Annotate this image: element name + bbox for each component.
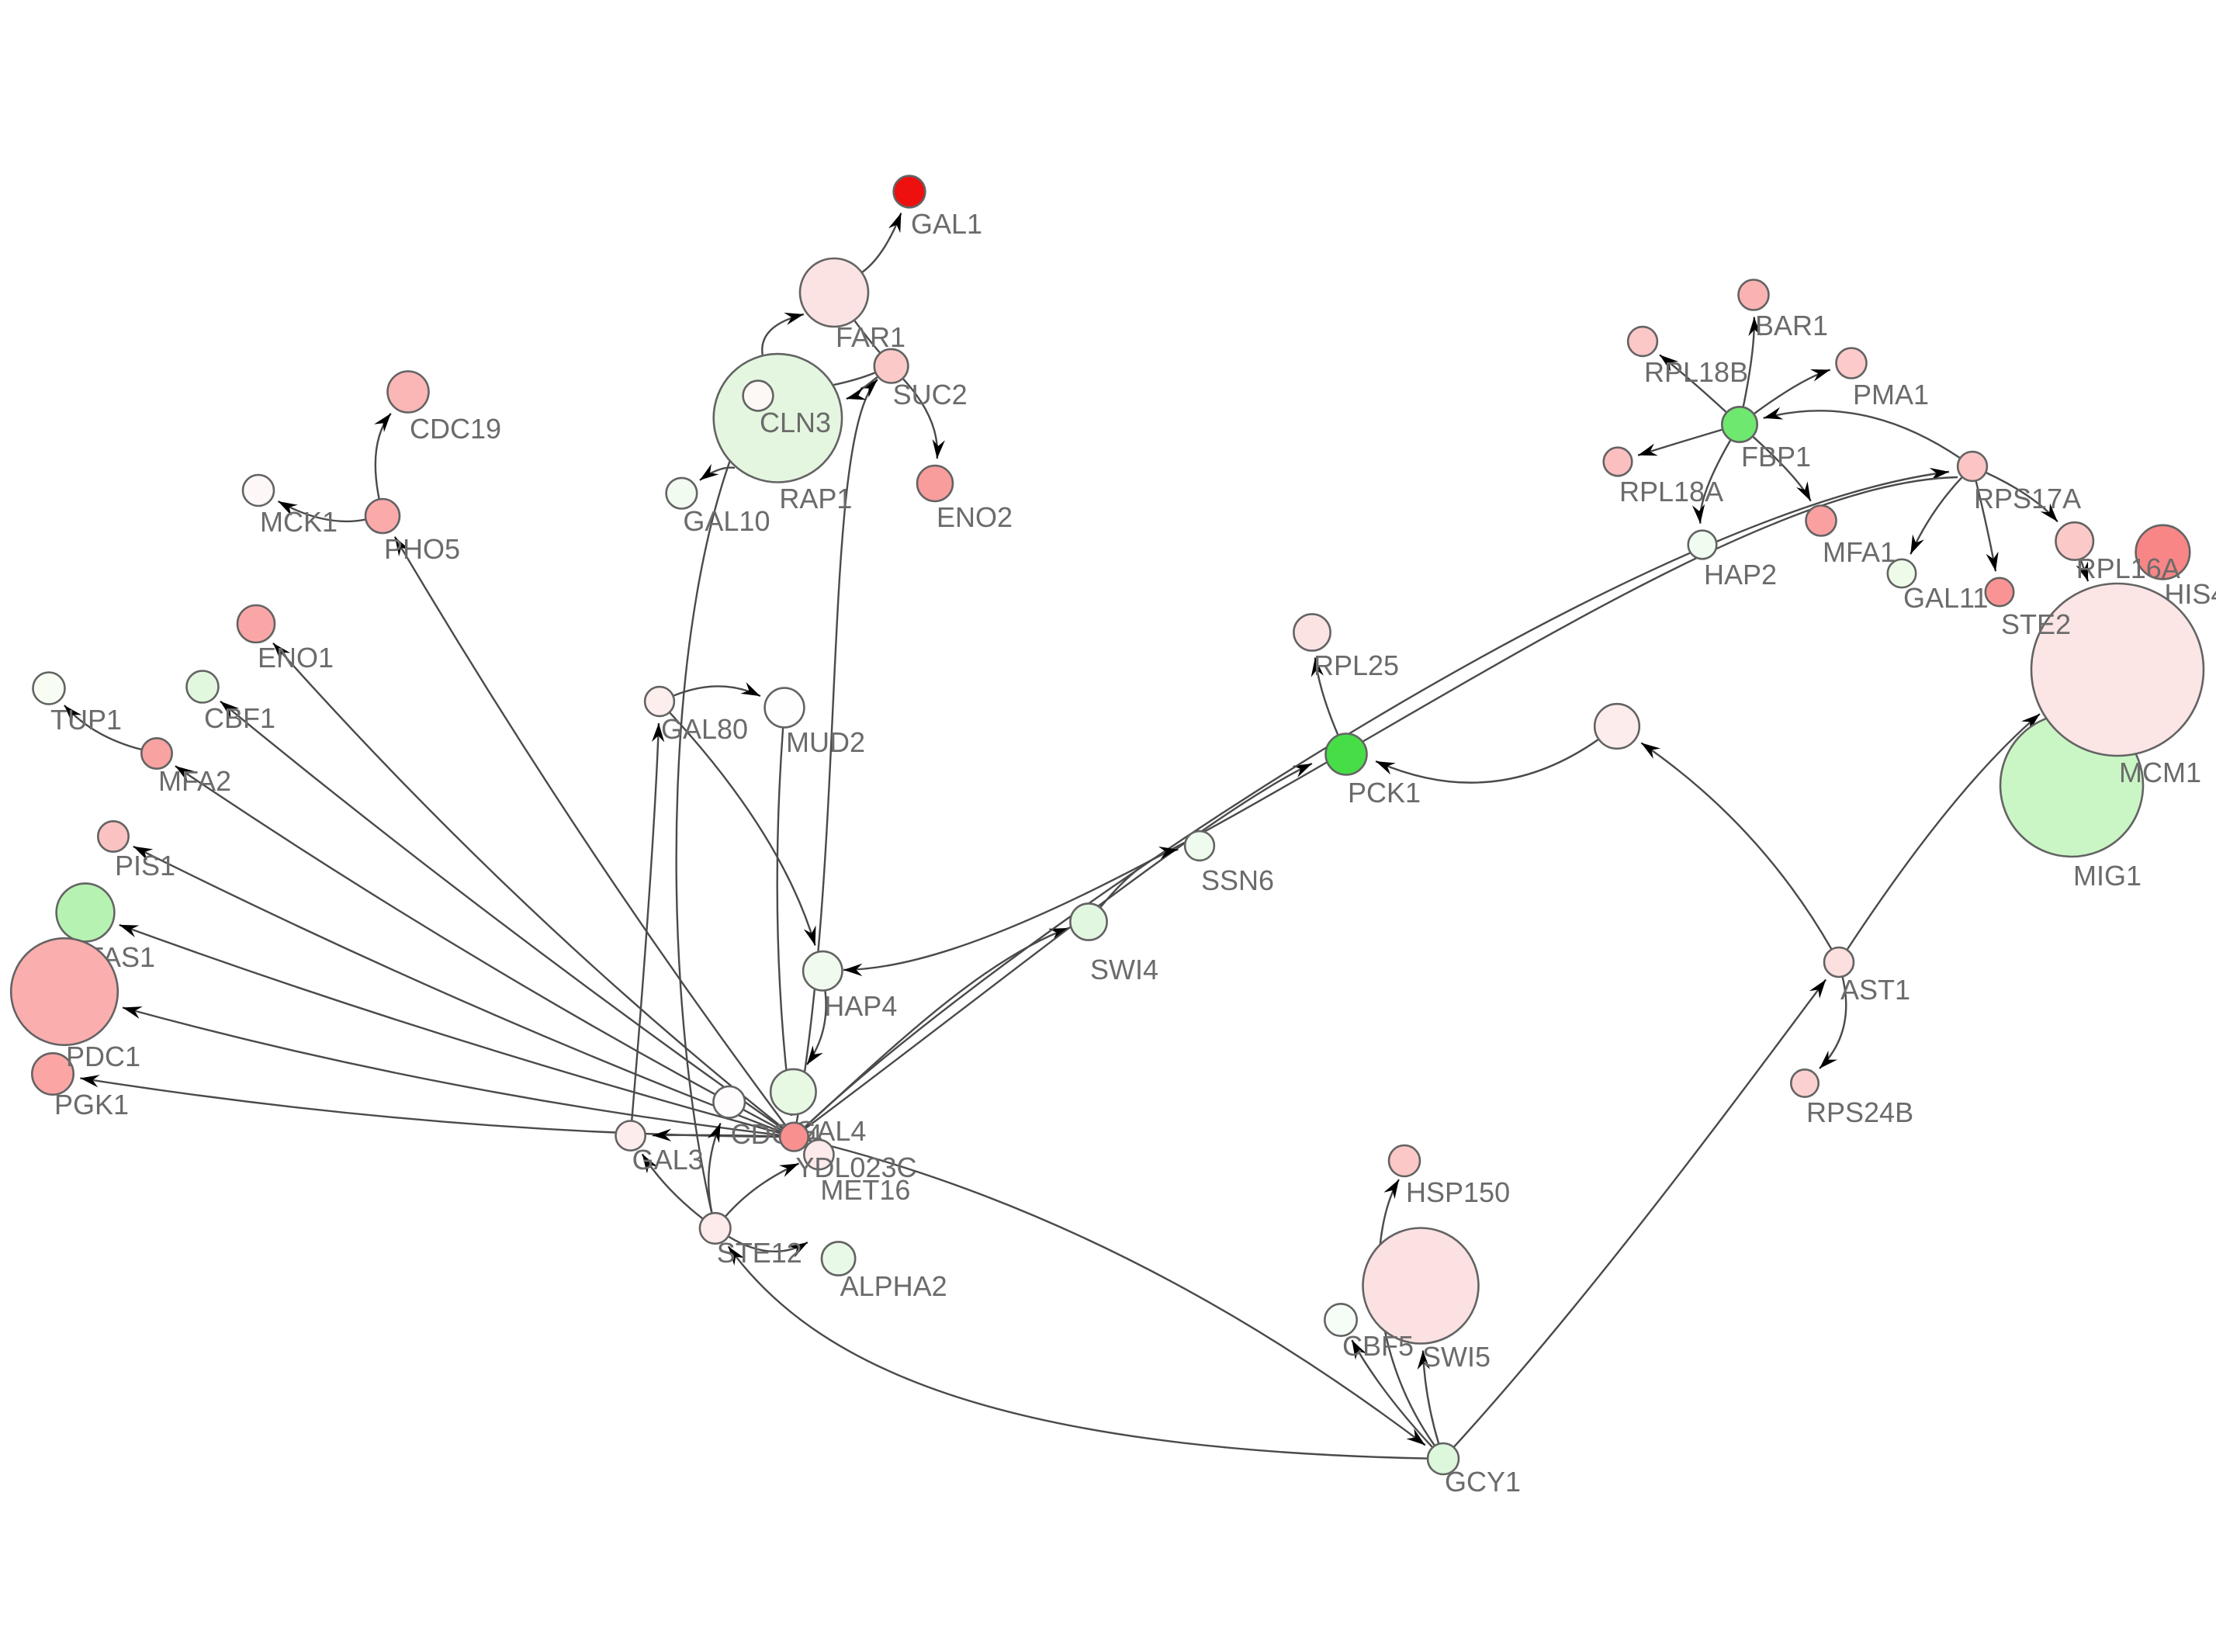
- svg-text:PIS1: PIS1: [115, 850, 175, 881]
- svg-text:HAP2: HAP2: [1704, 559, 1777, 590]
- svg-text:PMA1: PMA1: [1853, 379, 1929, 410]
- svg-text:BAR1: BAR1: [1755, 310, 1828, 341]
- svg-text:HAP4: HAP4: [824, 990, 897, 1022]
- svg-text:GAL11: GAL11: [1903, 582, 1988, 614]
- svg-text:SSN6: SSN6: [1201, 864, 1274, 896]
- svg-text:ENO2: ENO2: [937, 501, 1013, 533]
- svg-text:GCY1: GCY1: [1445, 1466, 1521, 1498]
- svg-text:SUC2: SUC2: [893, 379, 968, 410]
- svg-text:RPL25: RPL25: [1314, 649, 1399, 681]
- svg-text:RPL18B: RPL18B: [1644, 356, 1748, 388]
- svg-text:SWI5: SWI5: [1422, 1341, 1491, 1373]
- svg-text:FAR1: FAR1: [836, 321, 905, 353]
- svg-text:GAL1: GAL1: [911, 208, 982, 240]
- svg-text:PDC1: PDC1: [66, 1041, 140, 1072]
- svg-text:ENO1: ENO1: [258, 642, 334, 674]
- svg-text:STE2: STE2: [2001, 608, 2071, 640]
- svg-text:MIG1: MIG1: [2073, 860, 2142, 892]
- svg-text:GAL10: GAL10: [683, 505, 770, 537]
- svg-text:GAL80: GAL80: [661, 713, 748, 745]
- svg-text:ALPHA2: ALPHA2: [840, 1270, 947, 1302]
- svg-text:CBF5: CBF5: [1342, 1330, 1414, 1362]
- svg-text:RPS24B: RPS24B: [1806, 1096, 1913, 1128]
- svg-text:RPL16A: RPL16A: [2076, 552, 2180, 584]
- svg-text:TUP1: TUP1: [50, 704, 122, 736]
- svg-text:GAL3: GAL3: [632, 1144, 704, 1176]
- svg-text:MCM1: MCM1: [2119, 757, 2201, 788]
- svg-text:CDC19: CDC19: [410, 413, 501, 445]
- svg-text:MCK1: MCK1: [260, 506, 338, 538]
- svg-text:YDL023C: YDL023C: [795, 1152, 916, 1183]
- svg-text:HSP150: HSP150: [1406, 1176, 1510, 1208]
- svg-text:FBP1: FBP1: [1741, 441, 1811, 473]
- svg-text:MFA1: MFA1: [1823, 536, 1896, 568]
- svg-text:AST1: AST1: [1840, 974, 1910, 1006]
- svg-text:MUD2: MUD2: [786, 726, 865, 758]
- svg-text:CLN3: CLN3: [760, 407, 831, 438]
- svg-text:MFA2: MFA2: [158, 765, 231, 797]
- svg-text:SWI4: SWI4: [1090, 954, 1158, 985]
- svg-text:RAP1: RAP1: [779, 483, 852, 514]
- svg-text:PHO5: PHO5: [384, 533, 460, 565]
- svg-text:CBF1: CBF1: [204, 702, 275, 734]
- svg-text:MET16: MET16: [820, 1174, 910, 1206]
- svg-text:RPL18A: RPL18A: [1619, 476, 1723, 507]
- svg-text:RPS17A: RPS17A: [1974, 483, 2081, 514]
- svg-text:PGK1: PGK1: [54, 1089, 129, 1120]
- svg-text:STE12: STE12: [717, 1237, 802, 1269]
- svg-text:PCK1: PCK1: [1348, 777, 1421, 809]
